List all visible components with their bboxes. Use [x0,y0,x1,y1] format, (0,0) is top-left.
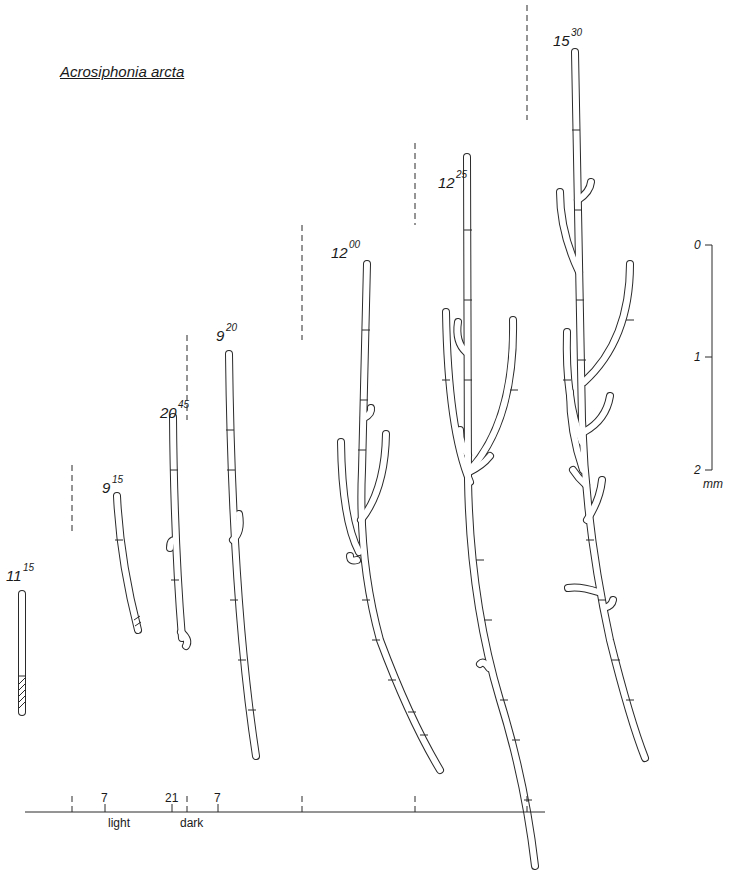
filament-lumen [22,52,645,866]
scale-value: 2 [694,464,701,476]
reference-line [72,5,527,532]
time-minute: 15 [23,563,34,573]
time-hour: 20 [160,405,177,420]
time-hour: 12 [438,175,455,190]
hour-tick: 21 [165,792,178,804]
hour-tick: 7 [101,792,108,804]
time-minute: 45 [178,400,189,410]
scale-value: 1 [694,351,701,363]
filament-outline [22,52,645,866]
hour-tick: 7 [214,792,221,804]
time-minute: 25 [456,170,467,180]
time-minute: 00 [349,240,360,250]
time-hour: 9 [102,480,110,495]
cross-wall [115,130,634,800]
period-label: light [108,817,130,829]
period-label: dark [180,817,203,829]
time-hour: 11 [6,568,22,583]
time-hour: 15 [553,33,570,48]
scale-value: 0 [694,239,701,251]
figure-title: Acrosiphonia arcta [60,64,184,79]
time-minute: 15 [112,475,123,485]
scale-bar [705,245,712,470]
time-hour: 12 [331,245,348,260]
time-hour: 9 [216,328,224,343]
hatching [18,616,141,708]
time-minute: 30 [571,28,582,38]
scale-unit: mm [703,478,723,490]
time-minute: 20 [226,323,237,333]
